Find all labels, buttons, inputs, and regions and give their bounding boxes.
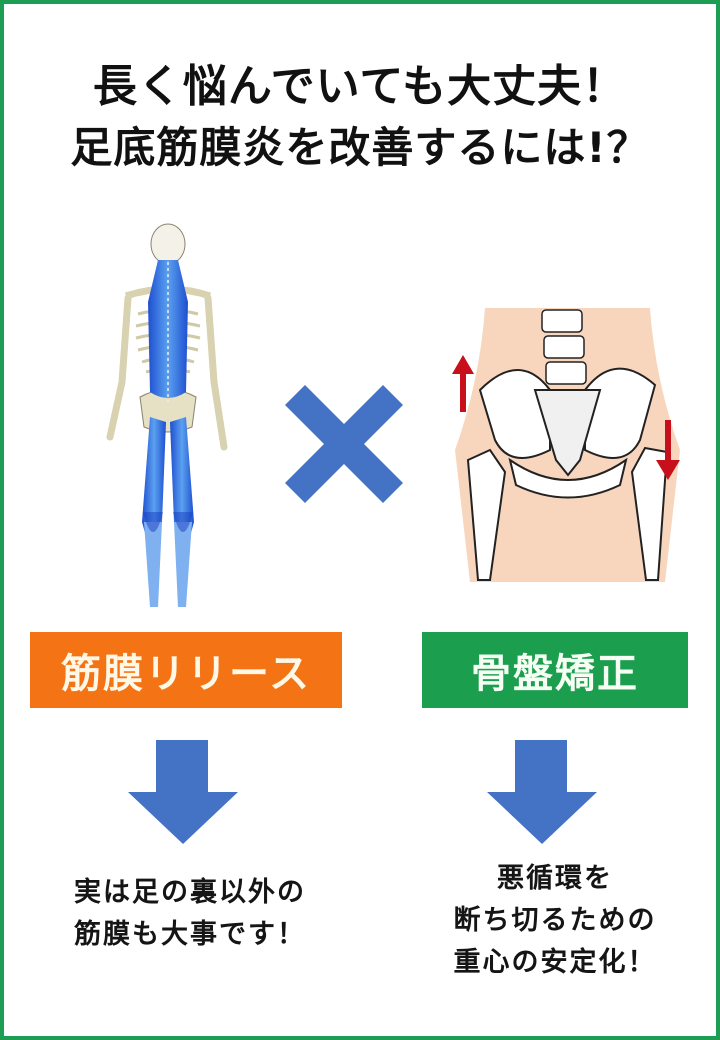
headline-line-1: 長く悩んでいても大丈夫！: [92, 61, 628, 112]
tilt-up-arrow-icon: [452, 355, 474, 412]
tilt-down-arrow-icon: [656, 420, 680, 480]
pelvis-tilt-illustration: [452, 308, 680, 582]
down-arrow-icon: [128, 740, 238, 844]
pelvic-correction-label: 骨盤矯正: [422, 632, 688, 708]
pelvic-correction-caption: 悪循環を 断ち切るための 重心の安定化！: [400, 858, 710, 984]
caption-line: 断ち切るための: [453, 905, 657, 936]
fascia-release-label: 筋膜リリース: [30, 632, 342, 708]
caption-line: 悪循環を: [497, 863, 613, 894]
caption-line: 重心の安定化！: [453, 947, 657, 978]
down-arrow-icon: [487, 740, 597, 844]
caption-line: 実は足の裏以外の: [74, 877, 306, 908]
multiply-cross-icon: [285, 385, 403, 503]
caption-line: 筋膜も大事です！: [74, 919, 306, 950]
fascia-release-caption: 実は足の裏以外の 筋膜も大事です！: [20, 872, 360, 956]
headline-line-2: 足底筋膜炎を改善するには!？: [70, 123, 650, 172]
skeleton-fascia-illustration: [106, 223, 228, 607]
